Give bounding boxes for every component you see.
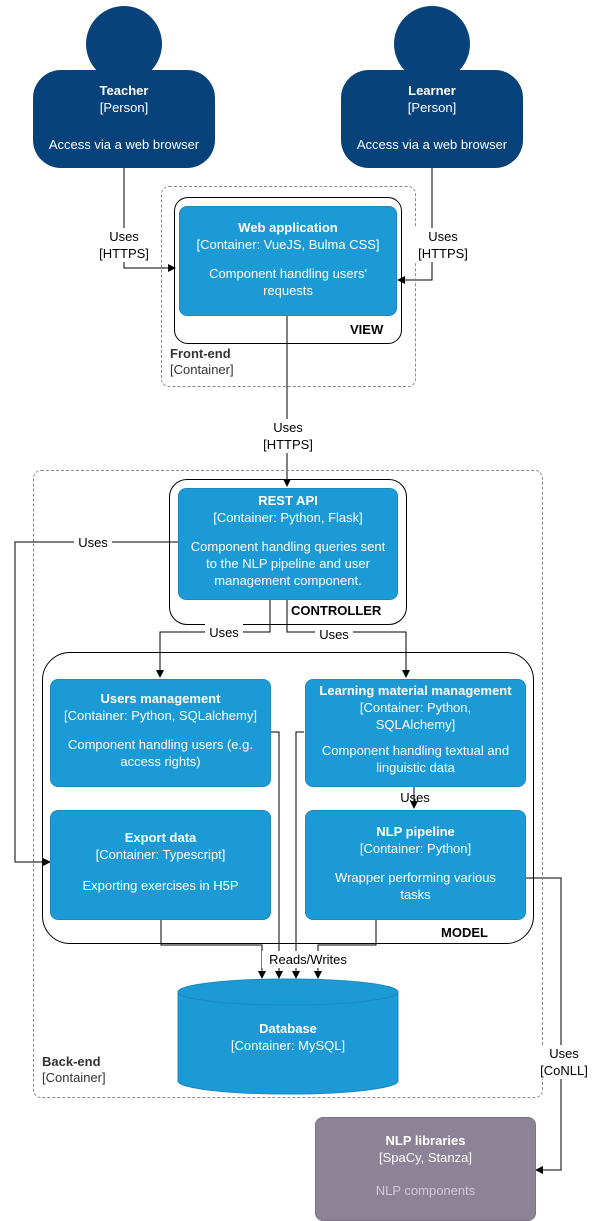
teacher-name: Teacher	[99, 83, 149, 98]
ext-desc: NLP components	[375, 1183, 476, 1198]
learner-name: Learner	[408, 83, 456, 98]
frontend-name: Front-end	[170, 346, 231, 361]
ext-tech: [SpaCy, Stanza]	[379, 1150, 472, 1165]
export-title: Export data	[124, 830, 197, 845]
backend-name: Back-end	[42, 1054, 101, 1069]
edge-label-nlp-uses: Uses	[549, 1046, 579, 1061]
users-title: Users management	[100, 691, 221, 706]
teacher-type: [Person]	[99, 100, 149, 115]
export-desc: Exporting exercises in H5P	[82, 878, 239, 893]
edge-label-web-proto: [HTTPS]	[263, 437, 313, 452]
database-tech: [Container: MySQL]	[230, 1038, 346, 1053]
users-management-container[interactable]: Users management [Container: Python, SQL…	[50, 679, 271, 787]
nlp-tech: [Container: Python]	[359, 841, 472, 856]
frontend-type: [Container]	[170, 362, 234, 377]
webapp-title: Web application	[238, 220, 338, 235]
edge-learner-webapp	[397, 168, 433, 284]
view-label: VIEW	[350, 322, 384, 337]
edge-label-learner-uses: Uses	[428, 229, 458, 244]
edge-label-rest-learning: Uses	[315, 626, 353, 643]
backend-type: [Container]	[42, 1070, 106, 1085]
rest-tech: [Container: Python, Flask]	[213, 510, 363, 525]
edge-teacher-webapp	[123, 168, 176, 272]
ext-title: NLP libraries	[385, 1133, 466, 1148]
view-group	[174, 197, 402, 344]
edge-label-learner-proto: [HTTPS]	[418, 246, 468, 261]
nlp-libraries-system[interactable]: NLP libraries [SpaCy, Stanza] NLP compon…	[315, 1117, 536, 1221]
learner-body: Learner [Person] Access via a web browse…	[341, 70, 523, 168]
export-data-container[interactable]: Export data [Container: Typescript] Expo…	[50, 810, 271, 920]
nlp-pipeline-container[interactable]: NLP pipeline [Container: Python] Wrapper…	[305, 810, 526, 920]
rest-api-container[interactable]: REST API [Container: Python, Flask] Comp…	[178, 488, 398, 600]
nlp-desc: Wrapper performing various tasks	[335, 870, 496, 902]
teacher-head-icon	[86, 6, 162, 82]
model-label: MODEL	[441, 925, 488, 940]
webapp-desc: Component handling users' requests	[209, 266, 367, 298]
frontend-label: Front-end [Container]	[170, 346, 234, 378]
frontend-boundary	[161, 186, 416, 387]
edge-label-teacher-uses: Uses	[109, 229, 139, 244]
controller-group	[169, 479, 407, 625]
nlp-title: NLP pipeline	[376, 824, 455, 839]
learning-material-container[interactable]: Learning material management [Container:…	[305, 679, 526, 787]
model-group	[42, 652, 534, 944]
edge-label-readswrites: Reads/Writes	[262, 951, 354, 968]
learner-type: [Person]	[407, 100, 457, 115]
learning-desc: Component handling textual and linguisti…	[321, 743, 510, 775]
webapp-tech: [Container: VueJS, Bulma CSS]	[196, 237, 380, 252]
users-tech: [Container: Python, SQLalchemy]	[64, 708, 257, 723]
teacher-desc: Access via a web browser	[48, 137, 200, 152]
rest-desc: Component handling queries sent to the N…	[190, 539, 386, 588]
learning-title: Learning material management	[319, 683, 512, 698]
edge-label-nlp-libraries: Uses [CoNLL]	[536, 1045, 592, 1079]
webapp-container[interactable]: Web application [Container: VueJS, Bulma…	[179, 206, 397, 316]
database-title: Database	[259, 1021, 317, 1036]
edge-label-rest-export: Uses	[74, 534, 112, 551]
backend-label: Back-end [Container]	[42, 1054, 106, 1086]
edge-label-nlp-proto: [CoNLL]	[540, 1063, 588, 1078]
edge-label-learning-nlp: Uses	[400, 790, 430, 805]
edge-users-db	[271, 731, 283, 979]
learner-head-icon	[394, 6, 470, 82]
controller-label: CONTROLLER	[291, 603, 382, 618]
database-text: Database [Container: MySQL]	[177, 1020, 399, 1054]
edge-learning-db	[292, 731, 304, 979]
users-desc: Component handling users (e.g. access ri…	[67, 737, 253, 769]
edge-label-web: Uses [HTTPS]	[258, 419, 318, 453]
teacher-body: Teacher [Person] Access via a web browse…	[33, 70, 215, 168]
learning-tech: [Container: Python, SQLAlchemy]	[359, 700, 472, 732]
database-cylinder[interactable]	[177, 978, 399, 1096]
edge-label-rest-users: Uses	[205, 624, 243, 641]
edge-label-web-uses: Uses	[273, 420, 303, 435]
export-tech: [Container: Typescript]	[95, 847, 226, 862]
learner-desc: Access via a web browser	[356, 137, 508, 152]
edge-label-learner: Uses [HTTPS]	[413, 228, 473, 262]
edge-label-teacher: Uses [HTTPS]	[96, 228, 152, 262]
rest-title: REST API	[258, 493, 318, 508]
edge-label-teacher-proto: [HTTPS]	[99, 246, 149, 261]
backend-boundary	[33, 470, 543, 1098]
